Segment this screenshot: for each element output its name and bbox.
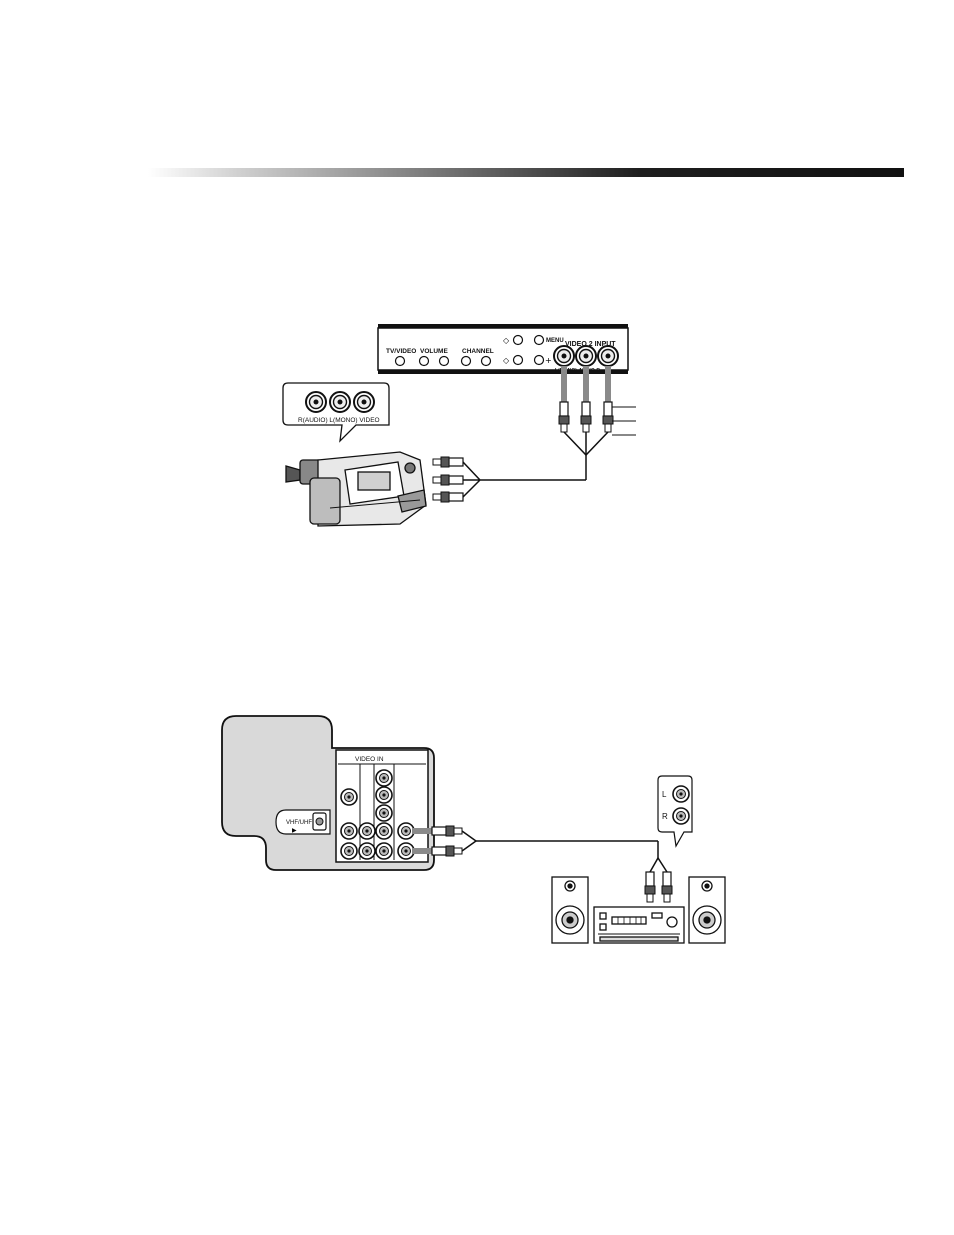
menu-label: MENU — [546, 338, 564, 344]
left-speaker — [552, 877, 588, 943]
svg-text:+: + — [545, 356, 552, 365]
video-input-jack[interactable] — [554, 346, 574, 366]
channel-label: CHANNEL — [462, 348, 494, 355]
back-jack-1[interactable] — [376, 770, 392, 786]
stereo-input-callout: L R — [658, 776, 692, 846]
audio-out-left-jack[interactable] — [398, 823, 414, 839]
volume-label: VOLUME — [420, 348, 448, 355]
av-cable-tv-side — [463, 366, 636, 497]
vhf-uhf-label: VHF/UHF — [286, 820, 312, 826]
back-jack-8[interactable] — [359, 843, 375, 859]
svg-text:◇: ◇ — [503, 336, 510, 345]
tv-video-label: TV/VIDEO — [386, 348, 416, 355]
tv-back-panel: VIDEO IN VHF/UHF ▶ — [222, 716, 434, 870]
right-speaker — [689, 877, 725, 943]
audio-left-input-jack[interactable] — [576, 346, 596, 366]
s-video-jack[interactable] — [341, 789, 357, 805]
right-channel-label: R — [662, 812, 668, 821]
tv-front-panel: TV/VIDEO VOLUME CHANNEL MENU VIDEO 2 INP… — [378, 324, 628, 374]
svg-text:▶: ▶ — [292, 827, 297, 834]
stereo-amplifier — [594, 907, 684, 943]
audio-out-right-jack[interactable] — [398, 843, 414, 859]
back-jack-2[interactable] — [376, 787, 392, 803]
back-jack-3[interactable] — [376, 805, 392, 821]
camcorder-jack-labels: R(AUDIO) L(MONO) VIDEO — [298, 417, 380, 424]
video-in-label: VIDEO IN — [355, 756, 384, 763]
svg-text:◇: ◇ — [503, 356, 510, 365]
audio-cable — [412, 826, 672, 902]
back-jack-6[interactable] — [376, 823, 392, 839]
av-cable-camcorder-side — [433, 457, 463, 502]
audio-right-input-jack[interactable] — [598, 346, 618, 366]
back-jack-5[interactable] — [359, 823, 375, 839]
back-jack-7[interactable] — [341, 843, 357, 859]
camcorder — [286, 452, 426, 526]
left-channel-label: L — [662, 790, 667, 799]
back-jack-9[interactable] — [376, 843, 392, 859]
camcorder-jack-callout: R(AUDIO) L(MONO) VIDEO — [283, 383, 389, 441]
back-jack-4[interactable] — [341, 823, 357, 839]
